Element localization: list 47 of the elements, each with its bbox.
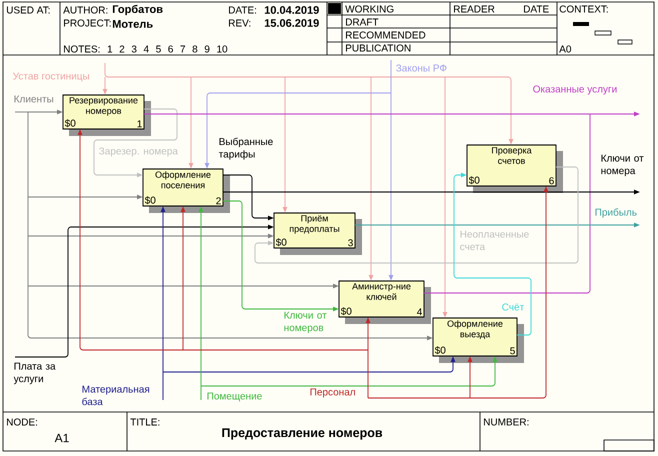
field-label: DATE [524, 6, 549, 12]
field-label: DATE: [229, 6, 256, 14]
field-value: Мотель [112, 20, 153, 28]
activity-box: Аминистр-ние ключей $0 4 [338, 280, 431, 324]
field-value: 10.04.2019 [264, 6, 319, 14]
field-label: NUMBER: [484, 418, 528, 426]
field-label: TITLE: [130, 418, 160, 426]
field-label: AUTHOR: [63, 6, 108, 14]
status-label: WORKING [345, 5, 394, 13]
field-label: READER [454, 6, 494, 12]
notes-list: NOTES: 1 2 3 4 5 6 7 8 9 10 [64, 45, 228, 53]
node-number: A1 [54, 434, 69, 442]
arrow-label: Счёт [502, 303, 524, 311]
arrow [94, 108, 178, 178]
activity-box: Оформление поселения $0 2 [142, 168, 230, 213]
arrow-label: Материальная база [82, 386, 150, 406]
arrow-label: Зарезер. номера [99, 147, 178, 157]
arrow-label: Персонал [310, 388, 355, 398]
activity-box: Проверка счетов $0 6 [466, 144, 563, 193]
arrow-label: Неоплаченные счета [460, 230, 529, 250]
activity-box: Резервирование номеров $0 1 [62, 94, 151, 136]
arrow-label: Устав гостиницы [12, 72, 89, 82]
activity-box: Оформление выезда $0 5 [432, 318, 524, 363]
status-label: DRAFT [346, 18, 378, 26]
arrow-label: Выбранные тарифы [218, 138, 273, 160]
status-label: PUBLICATION [346, 44, 410, 52]
field-value: 15.06.2019 [264, 19, 319, 27]
arrow-label: Клиенты [14, 96, 54, 102]
arrow-label: Оказанные услуги [533, 85, 616, 95]
diagram-title: Предоставление номеров [222, 428, 382, 440]
field-label: NODE: [7, 418, 37, 426]
field-label: REV: [229, 20, 250, 26]
activity-box: Приём предоплаты $0 3 [274, 212, 362, 255]
arrow-label: Прибыль [596, 208, 637, 218]
arrow-label: Помещение [208, 392, 262, 402]
field-label: A0 [559, 45, 572, 53]
arrow-label: Ключи от номеров [284, 312, 327, 334]
arrow-label: Ключи от номера [601, 154, 644, 176]
arrow-label: Плата за услуги [14, 362, 56, 384]
arrow [254, 166, 578, 264]
field-label: CONTEXT: [560, 5, 608, 13]
status-label: RECOMMENDED [346, 31, 426, 39]
arrow [454, 172, 532, 336]
field-label: USED AT: [6, 6, 50, 14]
field-value: Горбатов [112, 4, 163, 16]
arrow-label: Законы РФ [396, 64, 446, 72]
field-label: PROJECT: [64, 19, 111, 27]
